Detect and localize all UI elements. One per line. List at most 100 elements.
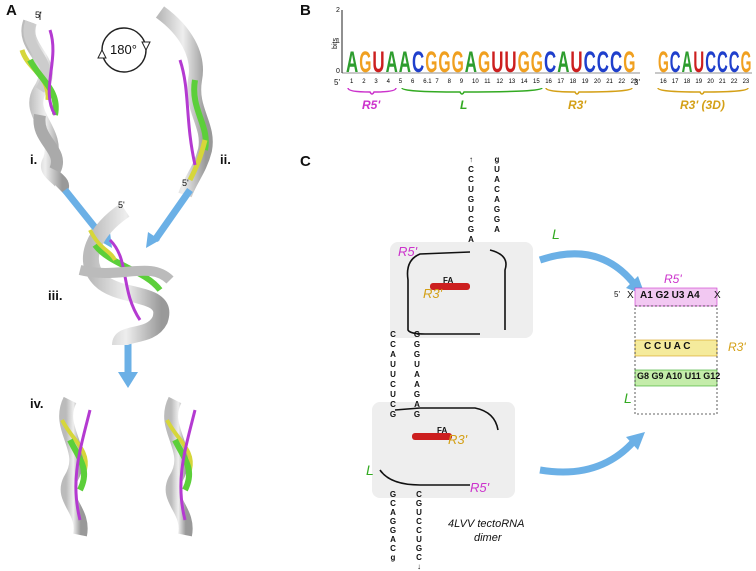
nucleotide: G <box>413 410 421 419</box>
nucleotide: U <box>468 185 474 194</box>
five-prime-label-ii: 5' <box>182 178 189 188</box>
nucleotide: C <box>390 330 396 339</box>
nucleotide: G <box>493 215 501 224</box>
lower-motif-box <box>372 402 515 498</box>
fa-bar-lower <box>412 433 452 440</box>
nucleotide: C <box>390 499 396 508</box>
nucleotide: G <box>415 499 423 508</box>
logo-letter: C <box>597 46 609 79</box>
nucleotide: U <box>494 165 500 174</box>
bracket-r3-3d <box>657 87 749 95</box>
nucleotide: g <box>390 553 396 562</box>
upper-r3-label: R3' <box>423 286 443 301</box>
nucleotide: G <box>467 225 475 234</box>
logo-3d-position-tick: 20 <box>707 79 714 85</box>
logo-position-tick: 13 <box>509 79 516 85</box>
arrow-lower-to-schematic <box>539 437 638 476</box>
logo-letter: G <box>359 46 371 79</box>
five-prime-label-iii: 5' <box>118 200 125 210</box>
logo-position-tick: 6 <box>411 79 415 85</box>
nucleotide: ↓ <box>417 562 421 571</box>
nucleotide: A <box>414 400 420 409</box>
nucleotide: U <box>416 535 422 544</box>
logo-3d-position-tick: 16 <box>660 79 667 85</box>
helix-structure-iv-left <box>59 396 92 537</box>
schematic-l-label: L <box>624 390 632 406</box>
nucleotide: C <box>390 544 396 553</box>
lower-r3-label: R3' <box>448 432 468 447</box>
helix-structure-ii <box>155 6 213 198</box>
bracket-label-r3: R3' <box>568 98 587 112</box>
logo-3d-position-tick: 19 <box>695 79 702 85</box>
logo-letter: A <box>557 46 569 79</box>
logo-ytick-1: 1 <box>336 38 340 45</box>
panel-a-letter: A <box>6 2 17 19</box>
nucleotide: U <box>414 360 420 369</box>
nucleotide: G <box>493 205 501 214</box>
nucleotide: A <box>390 535 396 544</box>
logo-position-tick: 23 <box>631 79 638 85</box>
upper-strand-path <box>406 251 480 335</box>
logo-three-prime: 3' <box>634 78 640 87</box>
logo-3d-position-tick: 18 <box>684 79 691 85</box>
nucleotide: C <box>468 215 474 224</box>
nucleotide: U <box>390 370 396 379</box>
logo-letter: G <box>452 46 464 79</box>
logo-position-tick: 2 <box>362 79 366 85</box>
panel-c-letter: C <box>300 153 311 170</box>
bracket-r3 <box>545 87 633 95</box>
nucleotide: A <box>494 175 500 184</box>
nucleotide: ↑ <box>469 155 473 164</box>
schematic-r5-label: R5' <box>664 272 682 286</box>
logo-letter: A <box>346 46 358 79</box>
logo-letter: A <box>465 46 477 79</box>
logo-letter: U <box>570 46 582 79</box>
logo-3d-position-tick: 22 <box>731 79 738 85</box>
bracket-label-l: L <box>460 98 468 112</box>
logo-position-tick: 21 <box>606 79 613 85</box>
nucleotide: A <box>414 370 420 379</box>
logo-letter: U <box>504 46 516 79</box>
logo-3d-letter: G <box>741 46 752 79</box>
upper-l-label: L <box>552 226 560 242</box>
rotation-label: 180° <box>110 42 137 57</box>
secondary-structure-diagram <box>372 242 718 498</box>
logo-position-tick: 8 <box>448 79 452 85</box>
logo-position-tick: 15 <box>533 79 540 85</box>
structure-label-iii: iii. <box>48 288 63 303</box>
logo-five-prime: 5' <box>334 78 340 87</box>
schematic-outline-box <box>634 305 718 415</box>
nucleotide: C <box>416 553 422 562</box>
nucleotide: G <box>413 390 421 399</box>
nucleotide: C <box>416 490 422 499</box>
logo-3d-letter: A <box>682 46 693 79</box>
nucleotide: U <box>468 205 474 214</box>
helix-structure-i <box>19 12 70 195</box>
nucleotide: A <box>390 350 396 359</box>
logo-position-tick: 11 <box>484 79 491 85</box>
lower-fa-label: FA <box>437 426 448 435</box>
lower-loop-path <box>379 469 470 486</box>
upper-loop-path <box>489 249 507 330</box>
schematic-r3-label: R3' <box>728 340 746 354</box>
nucleotide: G <box>413 350 421 359</box>
nucleotide: A <box>390 508 396 517</box>
logo-position-tick: 10 <box>472 79 479 85</box>
nucleotide: A <box>494 225 500 234</box>
logo-letter: A <box>399 46 411 79</box>
panel-a-figure <box>19 6 213 537</box>
logo-3d-letter: G <box>658 46 669 79</box>
upper-fa-label: FA <box>443 276 454 285</box>
helix-structure-iii <box>78 203 174 347</box>
arrowhead-lower <box>626 432 645 450</box>
nucleotide: C <box>416 517 422 526</box>
logo-letter: U <box>372 46 384 79</box>
logo-position-tick: 22 <box>618 79 625 85</box>
logo-axis <box>341 10 752 74</box>
structure-label-iv: iv. <box>30 396 44 411</box>
